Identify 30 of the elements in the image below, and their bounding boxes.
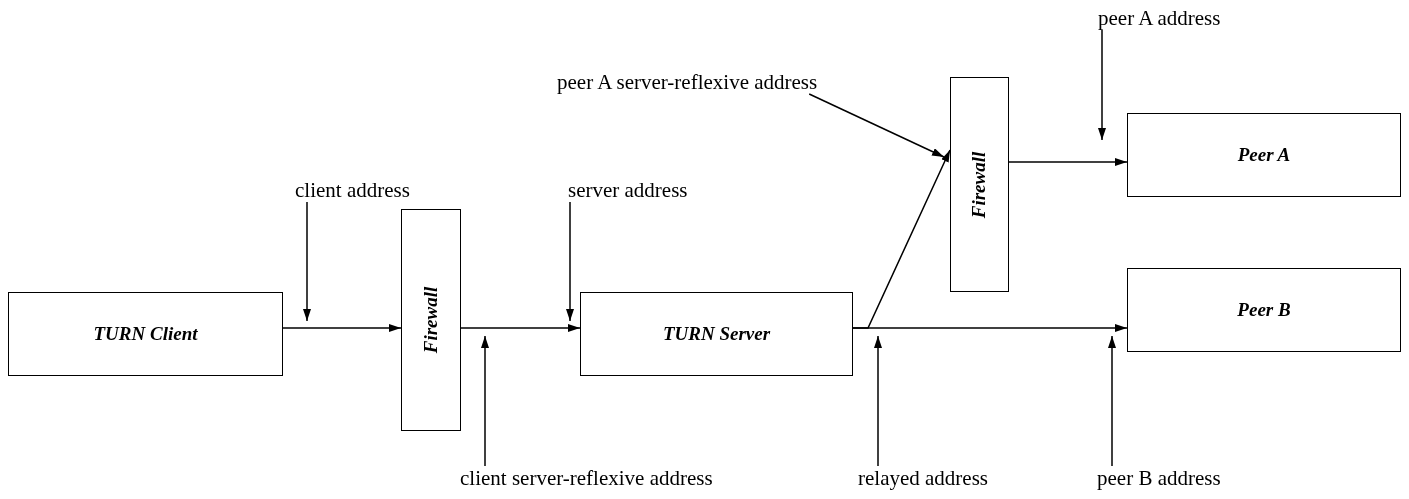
firewall-box	[401, 209, 461, 431]
address-label: peer A server-reflexive address	[557, 70, 818, 94]
address-label: client server-reflexive address	[460, 466, 713, 490]
box-label: TURN Server	[662, 323, 771, 345]
address-label: client address	[295, 178, 410, 202]
arrow	[852, 324, 1128, 332]
leader-arrow	[808, 93, 945, 158]
leader-arrow	[874, 335, 882, 467]
address-label: peer B address	[1097, 466, 1221, 490]
leader-arrow	[303, 201, 311, 322]
leader-arrow	[481, 335, 489, 467]
address-label: server address	[568, 178, 688, 202]
leader-arrow	[1108, 335, 1116, 467]
address-label: relayed address	[858, 466, 989, 490]
arrow	[282, 324, 402, 332]
firewall-box	[950, 77, 1009, 292]
leader-arrow	[566, 201, 574, 322]
box-label: Firewall	[420, 286, 442, 354]
arrow	[460, 324, 581, 332]
address-label: peer A address	[1098, 6, 1221, 30]
arrow	[1008, 158, 1128, 166]
box-label: Peer B	[1237, 299, 1291, 321]
leader-arrow	[1098, 29, 1106, 141]
component-box	[1127, 268, 1401, 352]
component-box	[1127, 113, 1401, 197]
component-box	[8, 292, 283, 376]
box-label: Peer A	[1237, 144, 1291, 166]
box-label: TURN Client	[93, 323, 198, 345]
box-label: Firewall	[968, 151, 991, 218]
component-box	[580, 292, 853, 376]
